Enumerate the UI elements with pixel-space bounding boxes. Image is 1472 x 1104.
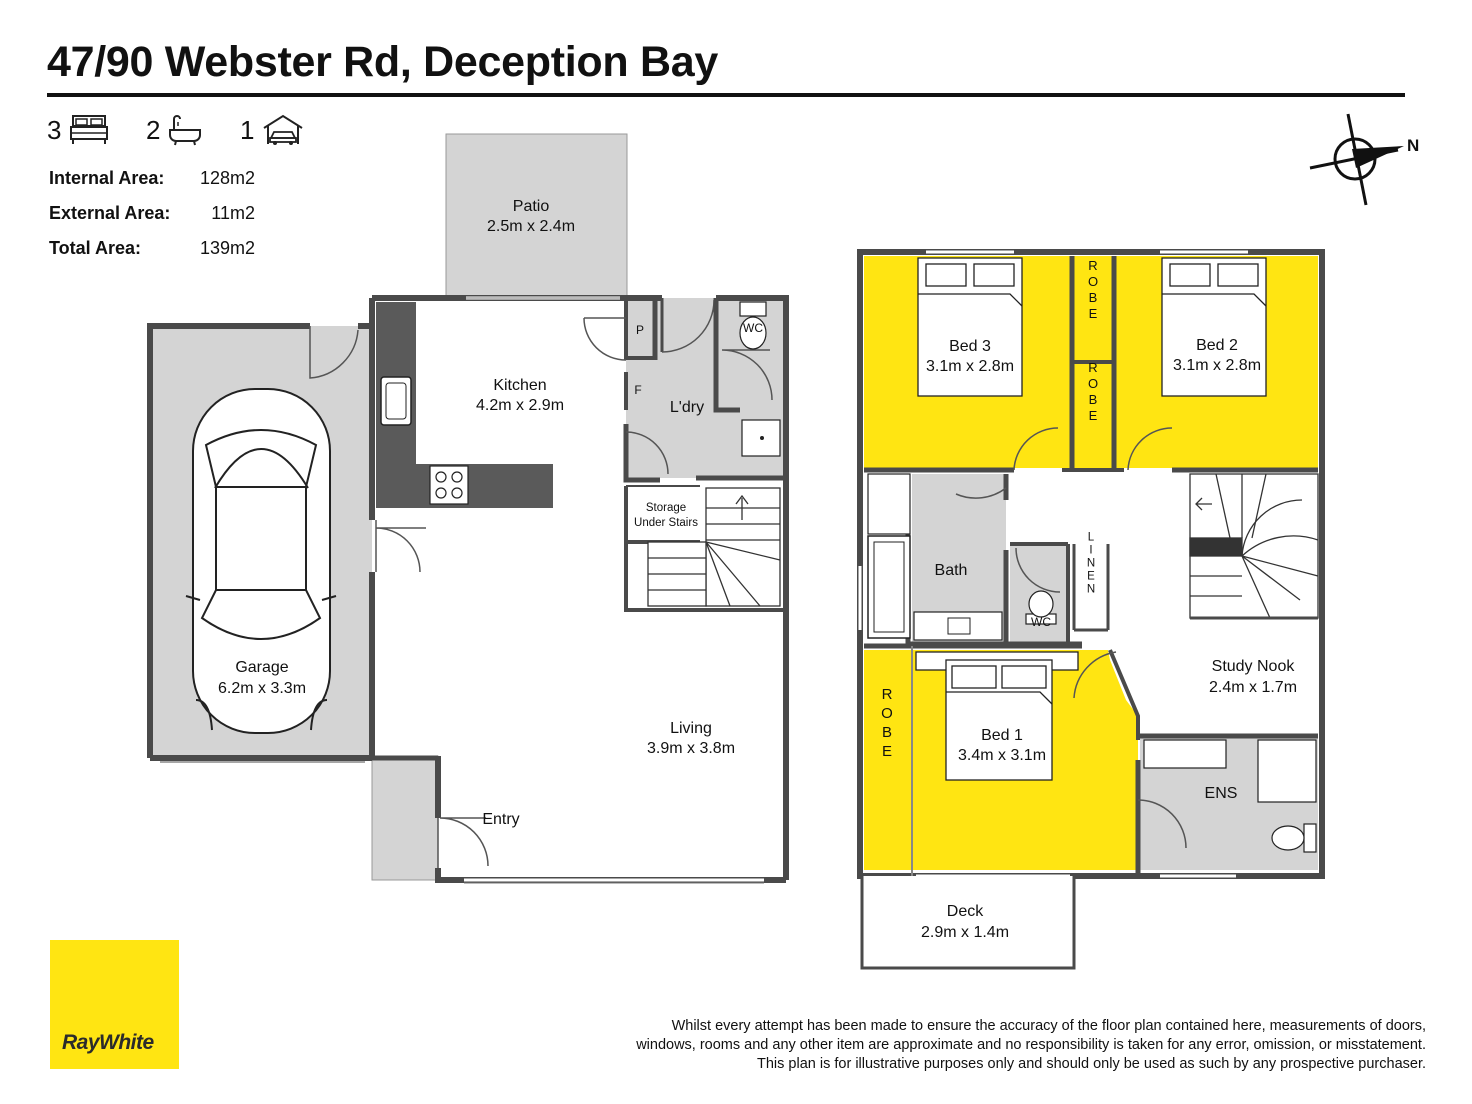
bed3-label: Bed 3 <box>949 338 991 355</box>
disclaimer-line-3: This plan is for illustrative purposes o… <box>757 1056 1426 1072</box>
bed3-size: 3.1m x 2.8m <box>926 358 1014 375</box>
deck-label: Deck <box>947 903 984 920</box>
entry-label: Entry <box>482 811 519 828</box>
internal-area-value: 128m2 <box>199 168 255 188</box>
patio-size: 2.5m x 2.4m <box>487 218 575 235</box>
living-size: 3.9m x 3.8m <box>647 740 735 757</box>
bathtub-icon <box>867 535 911 639</box>
robe-label-mid: ROBE <box>1086 360 1101 424</box>
living-label: Living <box>670 720 712 737</box>
laundry-label: L'dry <box>670 399 704 416</box>
bathroom-count-value: 2 <box>146 114 161 145</box>
bed-icon <box>70 115 109 144</box>
disclaimer-line-2: windows, rooms and any other item are ap… <box>636 1037 1426 1053</box>
bed2-size: 3.1m x 2.8m <box>1173 357 1261 374</box>
linen-label: LINEN <box>1085 532 1097 597</box>
raywhite-logo: RayWhite <box>50 940 179 1069</box>
storage-label-1: Storage <box>646 502 686 514</box>
car-icon <box>185 388 337 734</box>
bed1-label: Bed 1 <box>981 727 1023 744</box>
cooktop-icon <box>429 465 469 505</box>
garage-count-value: 1 <box>240 114 255 145</box>
first-wc-label: WC <box>1031 615 1051 629</box>
brand-name: RayWhite <box>62 1031 154 1054</box>
disclaimer: Whilst every attempt has been made to en… <box>546 1017 1426 1074</box>
shower-icon <box>867 473 911 535</box>
compass-north-label: N <box>1407 136 1420 155</box>
ens-label: ENS <box>1205 785 1238 802</box>
kitchen-size: 4.2m x 2.9m <box>476 397 564 414</box>
garage-count: 1 <box>240 114 304 146</box>
internal-area-label: Internal Area: <box>49 168 165 188</box>
ground-wc-label: WC <box>743 321 763 335</box>
entry-porch <box>371 755 439 881</box>
patio-label: Patio <box>513 198 550 215</box>
page-title: 47/90 Webster Rd, Deception Bay <box>47 38 718 86</box>
stairs-first <box>1189 473 1319 619</box>
robe-label-top: ROBE <box>1086 258 1101 322</box>
stairs-ground <box>647 487 781 607</box>
external-area-value: 11m2 <box>211 203 255 223</box>
title-divider <box>47 93 1405 97</box>
disclaimer-line-1: Whilst every attempt has been made to en… <box>671 1018 1426 1034</box>
study-size: 2.4m x 1.7m <box>1209 679 1297 696</box>
bed2-label: Bed 2 <box>1196 337 1238 354</box>
garage-label: Garage <box>235 659 288 676</box>
car-garage-icon <box>263 114 304 145</box>
bath-icon <box>169 115 202 146</box>
pantry-label: P <box>636 323 644 337</box>
fridge-label: F <box>634 383 641 397</box>
total-area-label: Total Area: <box>49 238 142 258</box>
storage-label-2: Under Stairs <box>634 517 698 529</box>
bed1-size: 3.4m x 3.1m <box>958 747 1046 764</box>
bath-label: Bath <box>935 562 968 579</box>
robe-label-bed1: ROBE <box>879 686 896 762</box>
garage-size: 6.2m x 3.3m <box>218 680 306 697</box>
sink-icon <box>380 376 412 426</box>
deck-size: 2.9m x 1.4m <box>921 924 1009 941</box>
deck-area <box>860 876 1076 970</box>
external-area-label: External Area: <box>49 203 171 223</box>
vanity-icon <box>913 611 1003 641</box>
bathroom-count: 2 <box>146 114 202 146</box>
bed2-icon <box>1161 257 1267 397</box>
laundry-tub-icon <box>741 419 781 457</box>
total-area-value: 139m2 <box>199 238 255 258</box>
bed3-icon <box>917 257 1023 397</box>
kitchen-label: Kitchen <box>493 377 546 394</box>
bedroom-count: 3 <box>47 114 109 146</box>
bedroom-count-value: 3 <box>47 114 62 145</box>
study-label: Study Nook <box>1212 658 1296 675</box>
bed1-icon <box>915 651 1079 781</box>
patio-area <box>445 133 628 299</box>
